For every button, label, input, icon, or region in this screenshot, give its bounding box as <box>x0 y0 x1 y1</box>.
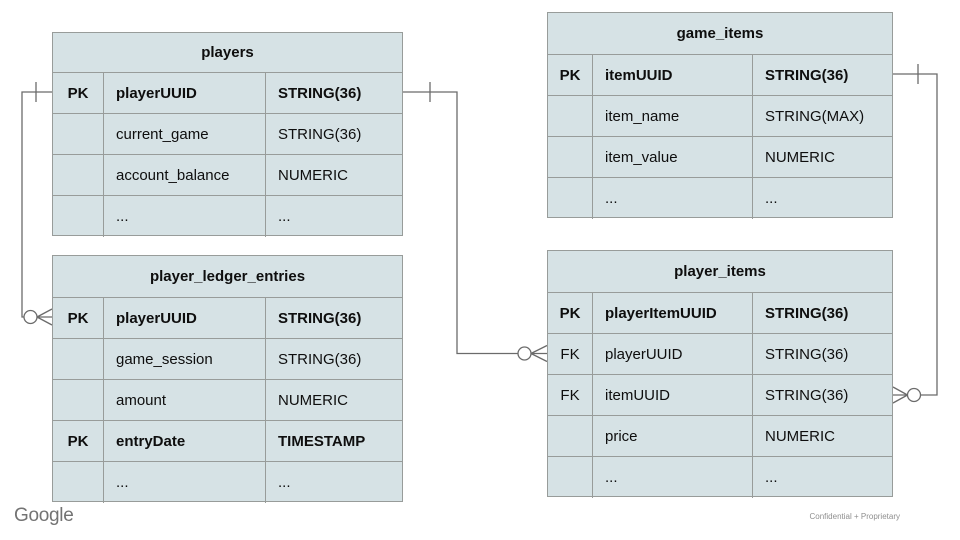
type-cell: ... <box>278 208 291 225</box>
relationship-game-items-to-player-items <box>892 64 938 404</box>
table-title: game_items <box>548 13 892 55</box>
table-row: ... ... <box>53 462 402 503</box>
key-cell <box>548 178 593 219</box>
key-cell: PK <box>548 293 593 333</box>
crow-foot-many-icon <box>36 308 53 326</box>
table-row: PK entryDate TIMESTAMP <box>53 421 402 462</box>
key-cell <box>53 155 104 195</box>
relationship-players-to-player-items <box>403 82 548 363</box>
type-cell: TIMESTAMP <box>278 432 366 450</box>
type-cell: STRING(MAX) <box>765 107 865 125</box>
table-row: amount NUMERIC <box>53 380 402 421</box>
relationship-players-to-ledger <box>21 82 53 326</box>
table-row: PK itemUUID STRING(36) <box>548 55 892 96</box>
name-cell: playerUUID <box>593 334 753 374</box>
table-row: item_name STRING(MAX) <box>548 96 892 137</box>
cardinality-zero-circle-icon <box>906 387 922 403</box>
type-cell: STRING(36) <box>765 386 849 404</box>
relationship-line <box>21 91 52 318</box>
key-cell: PK <box>548 55 593 95</box>
type-cell: STRING(36) <box>278 309 362 327</box>
table-row: item_value NUMERIC <box>548 137 892 178</box>
crow-foot-many-icon <box>892 386 908 404</box>
type-cell: NUMERIC <box>765 427 835 445</box>
name-cell: amount <box>104 380 266 420</box>
entity-table-player-items: player_items PK playerItemUUID STRING(36… <box>547 250 893 498</box>
relationship-line <box>403 91 518 355</box>
table-title: players <box>53 33 402 73</box>
cardinality-zero-circle-icon <box>517 346 532 361</box>
key-cell: PK <box>53 298 104 338</box>
name-cell: entryDate <box>104 421 266 461</box>
key-cell <box>53 196 104 237</box>
table-row: current_game STRING(36) <box>53 114 402 155</box>
name-cell: account_balance <box>104 155 266 195</box>
name-cell: price <box>593 416 753 456</box>
table-row: PK playerItemUUID STRING(36) <box>548 293 892 334</box>
name-cell: item_value <box>593 137 753 177</box>
type-cell: STRING(36) <box>765 345 849 363</box>
type-cell: NUMERIC <box>278 166 348 184</box>
table-row: account_balance NUMERIC <box>53 155 402 196</box>
key-cell <box>548 96 593 136</box>
table-row: ... ... <box>548 178 892 219</box>
name-cell: ... <box>593 457 753 498</box>
relationship-line <box>893 73 938 396</box>
name-cell: current_game <box>104 114 266 154</box>
key-cell <box>53 380 104 420</box>
key-cell <box>53 462 104 503</box>
table-title: player_ledger_entries <box>53 256 402 298</box>
type-cell: STRING(36) <box>278 350 362 368</box>
name-cell: playerUUID <box>104 73 266 113</box>
type-cell: NUMERIC <box>278 391 348 409</box>
type-cell: STRING(36) <box>765 304 849 322</box>
table-row: FK playerUUID STRING(36) <box>548 334 892 375</box>
entity-table-game-items: game_items PK itemUUID STRING(36) item_n… <box>547 12 893 219</box>
type-cell: ... <box>765 469 778 486</box>
confidential-note: Confidential + Proprietary <box>809 512 901 521</box>
crow-foot-many-icon <box>530 344 548 363</box>
name-cell: itemUUID <box>593 375 753 415</box>
table-row: ... ... <box>53 196 402 237</box>
key-cell <box>53 339 104 379</box>
type-cell: STRING(36) <box>765 66 849 84</box>
type-cell: NUMERIC <box>765 148 835 166</box>
table-row: game_session STRING(36) <box>53 339 402 380</box>
name-cell: playerUUID <box>104 298 266 338</box>
key-cell <box>548 457 593 498</box>
name-cell: game_session <box>104 339 266 379</box>
name-cell: playerItemUUID <box>593 293 753 333</box>
name-cell: ... <box>593 178 753 219</box>
table-row: PK playerUUID STRING(36) <box>53 298 402 339</box>
table-row: PK playerUUID STRING(36) <box>53 73 402 114</box>
entity-table-player-ledger-entries: player_ledger_entries PK playerUUID STRI… <box>52 255 403 503</box>
key-cell: FK <box>548 375 593 415</box>
table-row: FK itemUUID STRING(36) <box>548 375 892 416</box>
key-cell: PK <box>53 421 104 461</box>
google-logo: Google <box>14 505 74 526</box>
cardinality-zero-circle-icon <box>23 309 38 325</box>
table-row: ... ... <box>548 457 892 498</box>
name-cell: item_name <box>593 96 753 136</box>
type-cell: ... <box>765 190 778 207</box>
name-cell: itemUUID <box>593 55 753 95</box>
entity-table-players: players PK playerUUID STRING(36) current… <box>52 32 403 237</box>
key-cell: FK <box>548 334 593 374</box>
table-title: player_items <box>548 251 892 293</box>
table-row: price NUMERIC <box>548 416 892 457</box>
key-cell <box>53 114 104 154</box>
type-cell: STRING(36) <box>278 84 362 102</box>
name-cell: ... <box>104 196 266 237</box>
key-cell: PK <box>53 73 104 113</box>
type-cell: ... <box>278 474 291 491</box>
name-cell: ... <box>104 462 266 503</box>
key-cell <box>548 137 593 177</box>
key-cell <box>548 416 593 456</box>
type-cell: STRING(36) <box>278 125 362 143</box>
